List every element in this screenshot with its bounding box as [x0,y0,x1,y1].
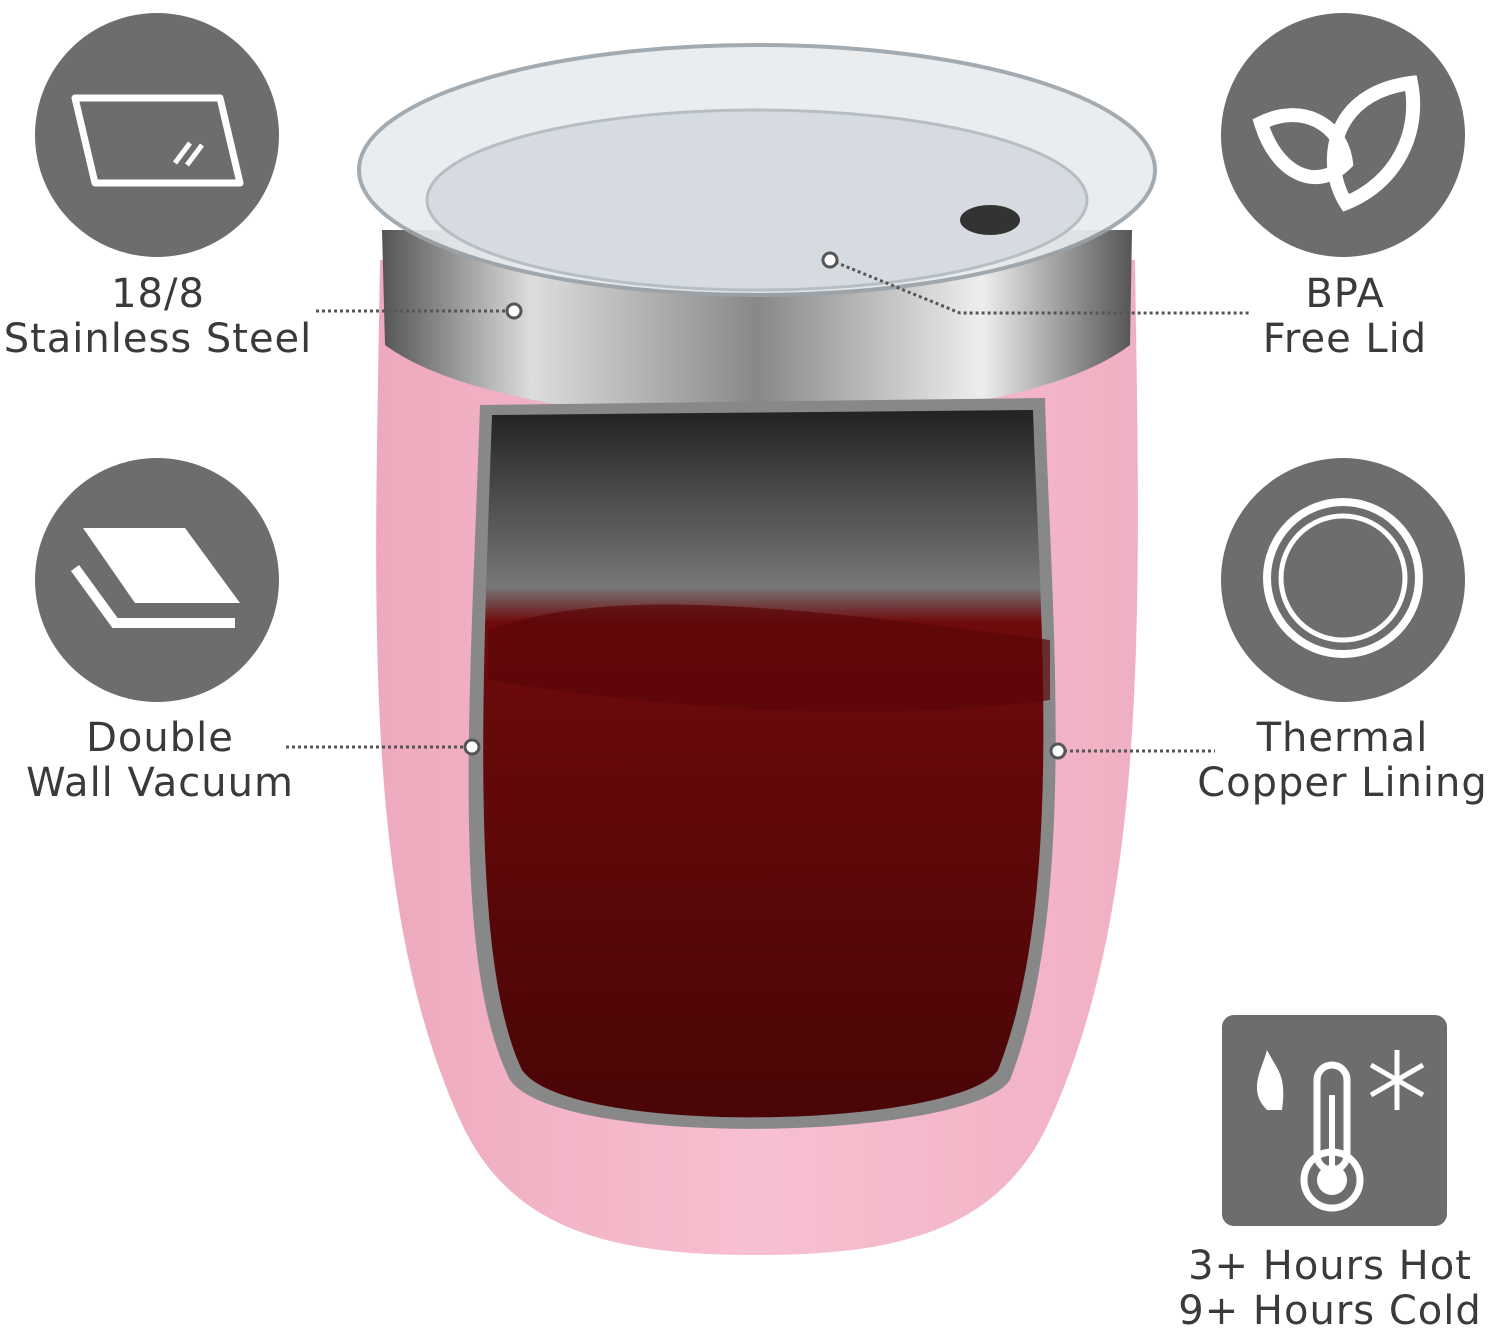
feature-steel-line1: 18/8 [111,271,205,317]
leaf-icon [1221,13,1465,257]
feature-vacuum-line1: Double [86,715,234,761]
ring-icon [1221,458,1465,702]
feature-hours: 3+ Hours Hot 9+ Hours Cold [1170,1244,1490,1334]
snowflake-icon [1369,1050,1425,1110]
feature-vacuum-line2: Wall Vacuum [26,760,294,806]
double-wall-icon [35,458,279,702]
feature-bpa-line1: BPA [1305,271,1385,317]
feature-hours-line1: 3+ Hours Hot [1188,1243,1472,1289]
feature-copper-line2: Copper Lining [1197,760,1488,806]
thermometer-icon [1222,1015,1447,1226]
feature-vacuum: Double Wall Vacuum [10,716,310,806]
feature-bpa-line2: Free Lid [1262,316,1428,362]
feature-steel: 18/8 Stainless Steel [0,272,316,362]
flame-icon [1256,1050,1284,1110]
steel-plate-icon [35,13,279,257]
feature-copper-line1: Thermal [1256,715,1429,761]
feature-hours-line2: 9+ Hours Cold [1178,1288,1482,1334]
feature-steel-line2: Stainless Steel [3,316,313,362]
feature-copper: Thermal Copper Lining [1190,716,1491,806]
feature-bpa: BPA Free Lid [1240,272,1450,362]
